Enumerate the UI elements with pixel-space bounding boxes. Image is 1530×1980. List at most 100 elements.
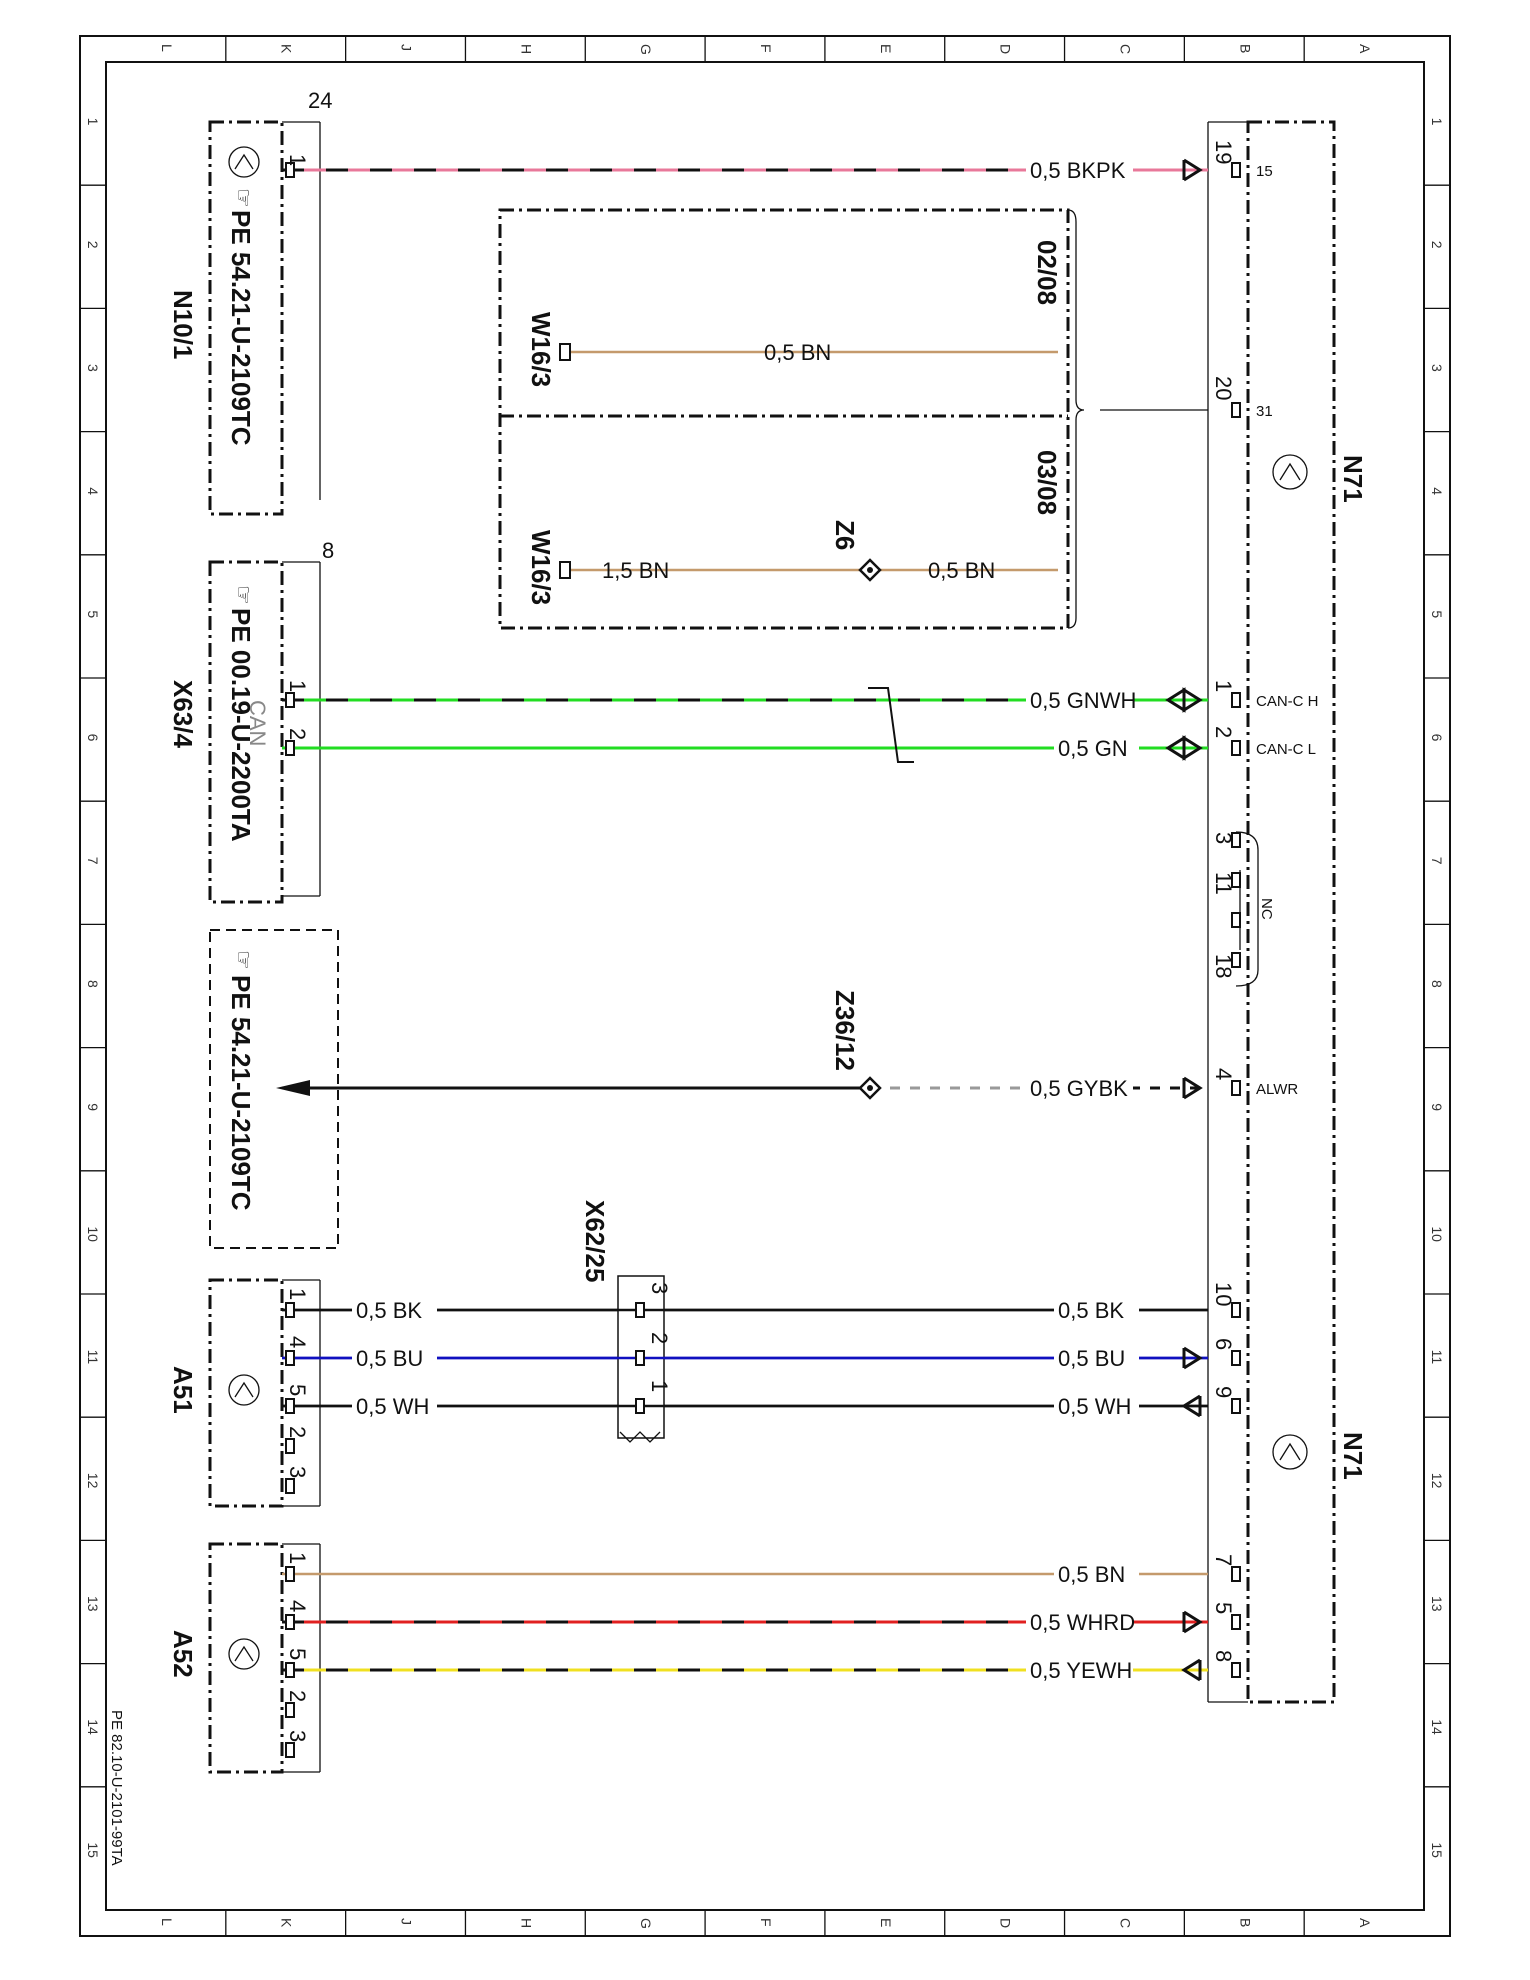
grid-letter: B [1237, 1918, 1253, 1927]
pointing-hand-icon: ☞ [231, 950, 256, 970]
svg-text:6: 6 [1211, 1338, 1236, 1350]
n71-label-top: N71 [1338, 455, 1368, 503]
pin-terminal [1231, 402, 1241, 418]
wire-label-a52-bn: 0,5 BN [1058, 1562, 1125, 1587]
wire-label-n71-bu: 0,5 BU [1058, 1346, 1125, 1371]
outer-frame [79, 35, 1451, 1937]
can-label: CAN [245, 700, 270, 746]
pin-terminal [635, 1302, 645, 1318]
svg-text:4: 4 [285, 1600, 310, 1612]
pin-terminal [285, 1438, 295, 1454]
pin-terminal [285, 1702, 295, 1718]
grid-letter: J [399, 1918, 415, 1925]
variant-02-08: 02/08 [1032, 240, 1062, 305]
pin-terminal [285, 1478, 295, 1494]
grid-number: 6 [85, 734, 101, 742]
grid-letter: H [518, 1918, 534, 1928]
grid-number: 1 [1429, 118, 1445, 126]
arrow-in [1182, 158, 1203, 182]
pin-terminal [285, 1566, 295, 1582]
svg-text:20: 20 [1211, 376, 1236, 400]
grid-letter: F [758, 44, 774, 53]
pin-terminal [285, 162, 295, 178]
grid-number: 1 [85, 118, 101, 126]
x63-4-box [208, 560, 284, 904]
grid-number: 11 [85, 1350, 101, 1365]
pin-terminal [1231, 952, 1241, 968]
svg-text:3: 3 [647, 1282, 672, 1294]
doc-reference: PE 82.10-U-2101-99TA [108, 1710, 125, 1866]
svg-text:2: 2 [647, 1332, 672, 1344]
svg-text:4: 4 [1211, 1068, 1236, 1080]
pin-terminal [285, 1614, 295, 1630]
grid-number: 2 [85, 241, 101, 249]
svg-text:3: 3 [285, 1730, 310, 1742]
nc-label: NC [1258, 898, 1275, 920]
pin-terminal [1231, 1566, 1241, 1582]
wire-label-n71-bk: 0,5 BK [1058, 1298, 1124, 1323]
grid-letter: E [878, 1918, 894, 1927]
wire-label-gn: 0,5 GN [1058, 736, 1128, 761]
grid-number: 15 [85, 1842, 101, 1858]
grid-letter: G [638, 44, 654, 55]
grid-number: 5 [85, 610, 101, 618]
pin-terminal [285, 1350, 295, 1366]
wire-label-a52-whrd: 0,5 WHRD [1030, 1610, 1135, 1635]
z6-label: Z6 [830, 520, 860, 550]
svg-text:2: 2 [285, 728, 310, 740]
pin-can-c-h: CAN-C H [1256, 693, 1319, 710]
grid-number: 10 [85, 1226, 101, 1242]
grid-number: 14 [1429, 1719, 1445, 1735]
grid-letter: D [998, 44, 1014, 54]
x63-4-ref: PE 00.19-U-2200TA [226, 608, 256, 842]
wire-label-w16b-1-5: 1,5 BN [602, 558, 669, 583]
wire-label-n71-wh: 0,5 WH [1058, 1394, 1131, 1419]
z36-12-label: Z36/12 [830, 990, 860, 1071]
pin-terminal [1231, 1614, 1241, 1630]
grid-letter: D [998, 1918, 1014, 1928]
grid-number: 2 [1429, 241, 1445, 249]
arrow-in [1182, 1610, 1203, 1634]
grid-letter: L [159, 44, 175, 52]
grid-number: 13 [85, 1596, 101, 1612]
pin-terminal [1231, 912, 1241, 928]
grid-letter: C [1117, 1918, 1133, 1928]
grid-number: 9 [85, 1103, 101, 1111]
svg-text:31: 31 [1256, 403, 1273, 420]
grid-ruler [80, 36, 1450, 1936]
grid-letter: L [159, 1918, 175, 1926]
control-unit-icon [228, 1638, 260, 1670]
grid-number: 14 [85, 1719, 101, 1735]
inner-frame [105, 61, 1425, 1911]
pin-terminal [1231, 1350, 1241, 1366]
svg-text:1: 1 [1211, 680, 1236, 692]
grid-number: 6 [1429, 734, 1445, 742]
grid-number: 9 [1429, 1103, 1445, 1111]
svg-text:1: 1 [647, 1380, 672, 1392]
svg-text:19: 19 [1211, 140, 1236, 164]
a52-label: A52 [168, 1630, 198, 1678]
svg-text:1: 1 [285, 1288, 310, 1300]
w16-3-label-b: W16/3 [526, 530, 556, 605]
pin-terminal [285, 1302, 295, 1318]
pin-terminal [285, 1742, 295, 1758]
pin-can-c-l: CAN-C L [1256, 741, 1316, 758]
twisted-pair-mark [868, 687, 914, 763]
connector-8-label: 8 [322, 538, 334, 563]
grid-number: 8 [1429, 980, 1445, 988]
svg-text:1: 1 [285, 154, 310, 166]
svg-text:2: 2 [285, 1690, 310, 1702]
wire-label-gybk: 0,5 GYBK [1030, 1076, 1128, 1101]
svg-text:18: 18 [1211, 954, 1236, 978]
arrow-out [1181, 1394, 1202, 1418]
svg-text:3: 3 [285, 1466, 310, 1478]
arrow-out [1181, 1658, 1202, 1682]
reference-box [209, 929, 339, 1249]
w16-3-label-a: W16/3 [526, 312, 556, 387]
svg-text:4: 4 [285, 1336, 310, 1348]
wire-label-bkpk: 0,5 BKPK [1030, 158, 1126, 183]
svg-text:5: 5 [285, 1648, 310, 1660]
pin-terminal [1231, 1302, 1241, 1318]
wire-label-gnwh: 0,5 GNWH [1030, 688, 1136, 713]
